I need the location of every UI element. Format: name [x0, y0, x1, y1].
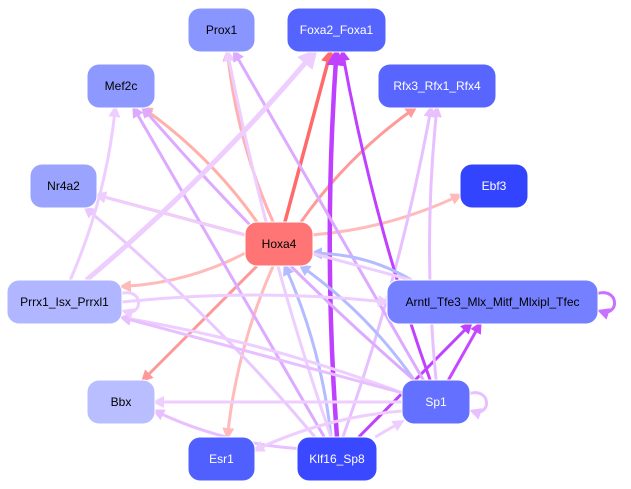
node-box[interactable] — [6, 279, 123, 325]
edge-klf16_sp8-to-sp1 — [374, 420, 405, 439]
edge-prrx1_isx_prrxl1-to-mef2c — [68, 105, 121, 281]
node-box[interactable] — [187, 7, 256, 53]
edge-sp1-to-foxa2_foxa1 — [338, 49, 432, 381]
edge-sp1-to-rfx3_rfx1_rfx4 — [427, 105, 442, 381]
node-bbx[interactable]: Bbx — [86, 379, 156, 425]
edge-hoxa4-to-mef2c — [140, 106, 259, 223]
node-label: Hoxa4 — [262, 237, 297, 251]
node-label: Nr4a2 — [47, 179, 80, 193]
edge-prrx1_isx_prrxl1-to-foxa2_foxa1 — [84, 48, 318, 282]
node-box[interactable] — [29, 163, 98, 209]
node-label: Arntl_Tfe3_Mlx_Mitf_Mlxipl_Tfec — [405, 295, 579, 309]
edge-prrx1_isx_prrxl1-to-arntl — [121, 293, 390, 308]
edge-sp1-to-hoxa4 — [298, 264, 416, 381]
node-label: Esr1 — [209, 452, 234, 466]
node-label: Prrx1_Isx_Prrxl1 — [20, 295, 109, 309]
node-arntl[interactable]: Arntl_Tfe3_Mlx_Mitf_Mlxipl_Tfec — [386, 279, 599, 325]
node-label: Foxa2_Foxa1 — [300, 23, 374, 37]
node-label: Klf16_Sp8 — [309, 452, 365, 466]
node-label: Prox1 — [206, 23, 238, 37]
edge-sp1-to-prrx1_isx_prrxl1 — [119, 314, 403, 395]
edge-hoxa4-to-bbx — [140, 264, 259, 383]
node-hoxa4[interactable]: Hoxa4 — [244, 221, 314, 267]
node-esr1[interactable]: Esr1 — [187, 436, 256, 482]
edge-klf16_sp8-to-hoxa4 — [283, 263, 333, 438]
node-label: Mef2c — [105, 79, 138, 93]
node-box[interactable] — [377, 63, 497, 109]
node-box[interactable] — [286, 7, 387, 53]
node-prrx1_isx_prrxl1[interactable]: Prrx1_Isx_Prrxl1 — [6, 279, 123, 325]
edge-hoxa4-to-foxa2_foxa1 — [283, 48, 335, 223]
edge-sp1-to-sp1 — [467, 391, 488, 420]
node-mef2c[interactable]: Mef2c — [86, 63, 156, 109]
node-foxa2_foxa1[interactable]: Foxa2_Foxa1 — [286, 7, 387, 53]
edge-arntl-to-arntl — [595, 291, 616, 320]
edge-klf16_sp8-to-nr4a2 — [83, 206, 317, 438]
node-box[interactable] — [296, 436, 378, 482]
edge-hoxa4-to-prox1 — [222, 49, 275, 223]
node-klf16_sp8[interactable]: Klf16_Sp8 — [296, 436, 378, 482]
edge-hoxa4-to-prrx1_isx_prrxl1 — [119, 251, 246, 293]
edge-hoxa4-to-rfx3_rfx1_rfx4 — [299, 106, 418, 223]
edge-klf16_sp8-to-bbx — [152, 409, 298, 450]
node-label: Sp1 — [425, 395, 447, 409]
node-sp1[interactable]: Sp1 — [401, 379, 471, 425]
edge-sp1-to-arntl — [447, 321, 482, 381]
edge-klf16_sp8-to-foxa2_foxa1 — [326, 47, 345, 438]
node-label: Bbx — [111, 395, 132, 409]
edge-sp1-to-esr1 — [252, 409, 403, 452]
node-box[interactable] — [86, 379, 156, 425]
node-box[interactable] — [401, 379, 471, 425]
edge-prrx1_isx_prrxl1-to-prrx1_isx_prrxl1 — [119, 291, 140, 320]
node-box[interactable] — [244, 221, 314, 267]
node-box[interactable] — [459, 163, 529, 209]
edge-klf16_sp8-to-mef2c — [132, 105, 326, 438]
node-rfx3_rfx1_rfx4[interactable]: Rfx3_Rfx1_Rfx4 — [377, 63, 497, 109]
node-box[interactable] — [386, 279, 599, 325]
node-label: Rfx3_Rfx1_Rfx4 — [393, 79, 481, 93]
node-ebf3[interactable]: Ebf3 — [459, 163, 529, 209]
edge-sp1-to-prrx1_isx_prrxl1 — [119, 313, 403, 395]
edge-sp1-to-prox1 — [232, 49, 425, 381]
node-label: Ebf3 — [482, 179, 507, 193]
node-prox1[interactable]: Prox1 — [187, 7, 256, 53]
edge-arntl-to-hoxa4 — [310, 247, 413, 282]
node-box[interactable] — [86, 63, 156, 109]
node-box[interactable] — [187, 436, 256, 482]
node-nr4a2[interactable]: Nr4a2 — [29, 163, 98, 209]
